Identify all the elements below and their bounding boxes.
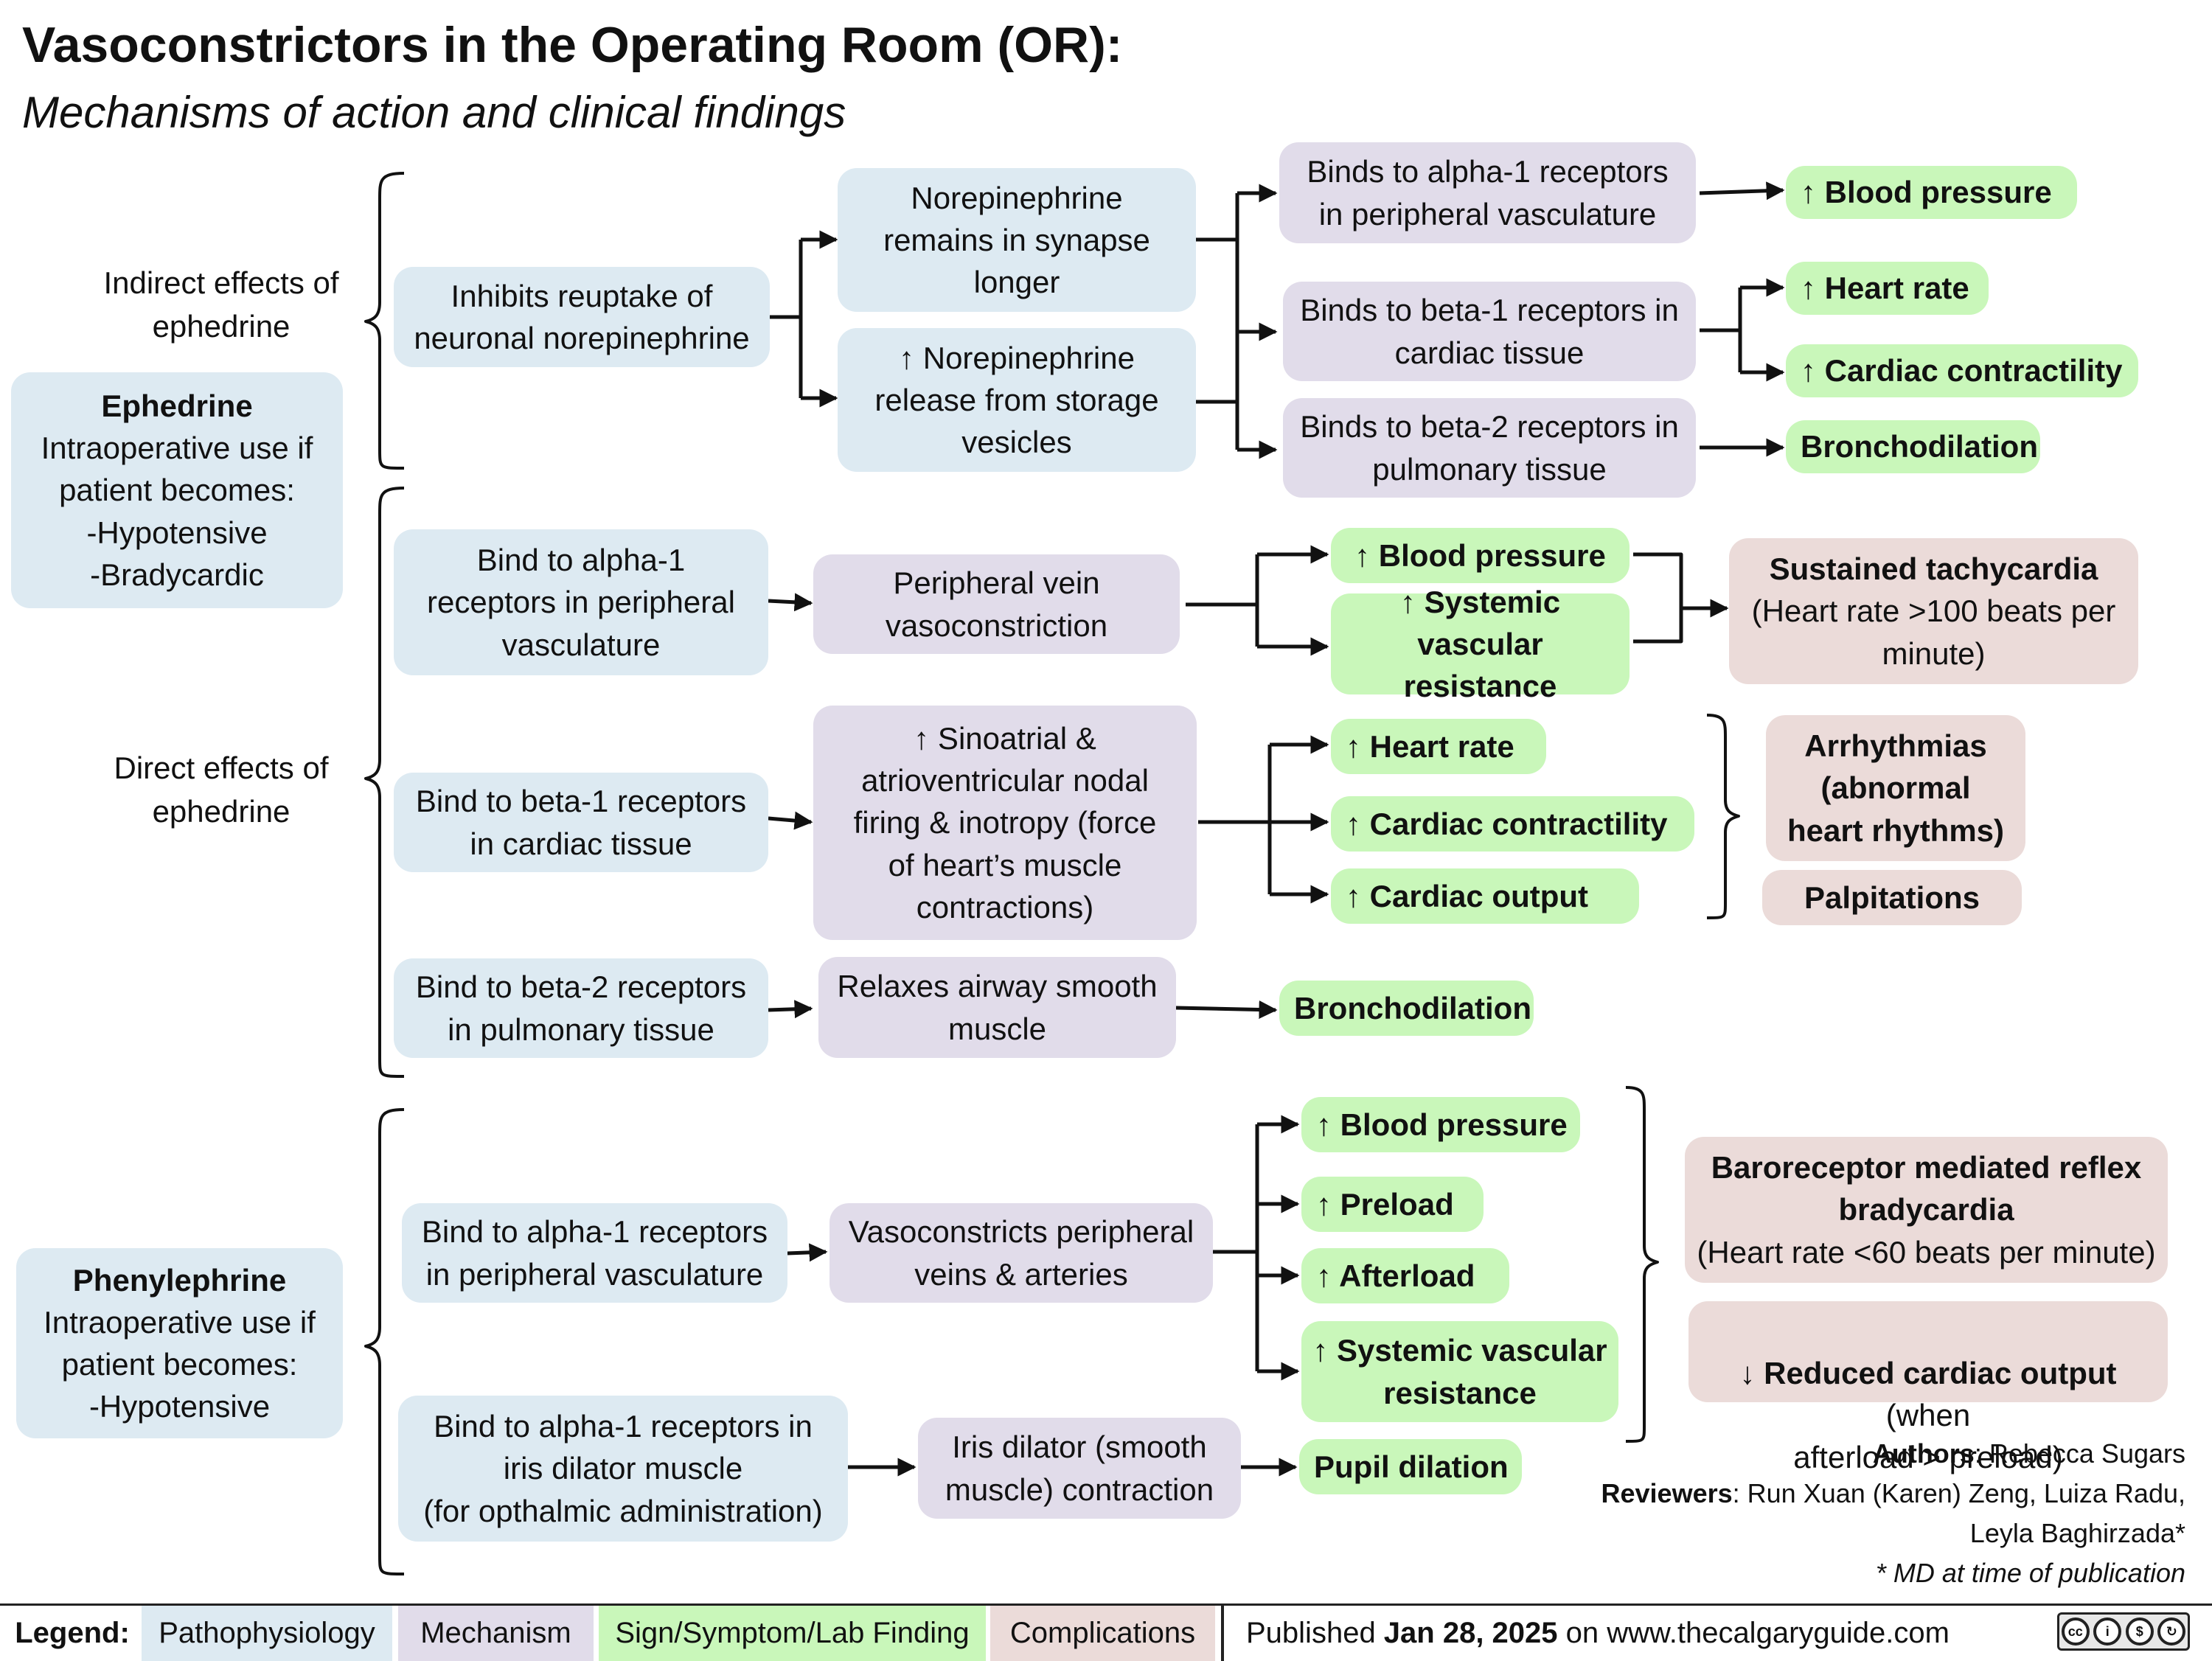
iris-alpha1-box: Bind to alpha-1 receptors in iris dilato…	[398, 1396, 848, 1542]
baroreceptor-detail: (Heart rate <60 beats per minute)	[1697, 1234, 2156, 1270]
nc-icon: $	[2125, 1618, 2154, 1646]
indirect-beta1-box: Binds to beta-1 receptors in cardiac tis…	[1283, 282, 1696, 381]
sa-icon: ↻	[2157, 1618, 2186, 1646]
phenyl-blood-pressure: ↑ Blood pressure	[1301, 1097, 1580, 1152]
phenylephrine-title: Phenylephrine	[72, 1262, 287, 1298]
phenyl-alpha1-box: Bind to alpha-1 receptors in peripheral …	[402, 1203, 787, 1303]
legend-mechanism: Mechanism	[398, 1606, 594, 1661]
norepinephrine-release-box: ↑ Norepinephrine release from storage ve…	[838, 328, 1196, 472]
arrhythmias-box: Arrhythmias (abnormal heart rhythms)	[1766, 715, 2025, 861]
tachycardia-detail: (Heart rate >100 beats per minute)	[1751, 593, 2116, 671]
tachycardia-title: Sustained tachycardia	[1769, 551, 2098, 587]
phenylephrine-use: Intraoperative use if patient becomes: -…	[44, 1304, 316, 1424]
page-subtitle: Mechanisms of action and clinical findin…	[22, 88, 846, 137]
published-line: Published Jan 28, 2025 on www.thecalgary…	[1246, 1606, 1950, 1661]
legend-bar: Legend: Pathophysiology Mechanism Sign/S…	[0, 1603, 2212, 1661]
page-title: Vasoconstrictors in the Operating Room (…	[22, 17, 1123, 73]
inhibits-reuptake-box: Inhibits reuptake of neuronal norepineph…	[394, 267, 770, 367]
direct-bronchodilation: Bronchodilation	[1279, 981, 1534, 1036]
direct-alpha1-box: Bind to alpha-1 receptors in peripheral …	[394, 529, 768, 675]
by-icon: i	[2093, 1618, 2122, 1646]
reduced-output-detail: (when afterload > preload)	[1793, 1398, 2063, 1475]
indirect-cardiac-contractility: ↑ Cardiac contractility	[1786, 344, 2138, 397]
palpitations-box: Palpitations	[1762, 870, 2022, 925]
authors-names: : Rebecca Sugars	[1974, 1438, 2185, 1469]
indirect-beta2-box: Binds to beta-2 receptors in pulmonary t…	[1283, 398, 1696, 498]
published-site: on www.thecalgaryguide.com	[1557, 1617, 1950, 1649]
reviewers-names: : Run Xuan (Karen) Zeng, Luiza Radu, Ley…	[1732, 1478, 2185, 1548]
direct-blood-pressure: ↑ Blood pressure	[1331, 528, 1630, 583]
published-date: Jan 28, 2025	[1383, 1617, 1558, 1649]
authors-label: Authors	[1872, 1438, 1975, 1469]
direct-beta1-box: Bind to beta-1 receptors in cardiac tiss…	[394, 773, 768, 872]
legend-complications: Complications	[990, 1606, 1215, 1661]
indirect-alpha1-box: Binds to alpha-1 receptors in peripheral…	[1279, 142, 1696, 243]
direct-effects-label: Direct effects of ephedrine	[114, 751, 329, 829]
direct-beta2-box: Bind to beta-2 receptors in pulmonary ti…	[394, 958, 768, 1058]
direct-cardiac-output: ↑ Cardiac output	[1331, 868, 1639, 924]
published-prefix: Published	[1246, 1617, 1384, 1649]
legend-label: Legend:	[15, 1617, 130, 1649]
reduced-output-box: ↓ Reduced cardiac output (when afterload…	[1688, 1301, 2168, 1474]
cc-icon: cc	[2061, 1618, 2090, 1646]
reduced-output-bold: ↓ Reduced cardiac output	[1739, 1356, 2117, 1391]
ephedrine-use: Intraoperative use if patient becomes: -…	[41, 431, 313, 592]
indirect-bronchodilation: Bronchodilation	[1786, 420, 2040, 473]
iris-contraction-box: Iris dilator (smooth muscle) contraction	[918, 1418, 1241, 1519]
credits-note: * MD at time of publication	[1875, 1558, 2185, 1588]
airway-smooth-muscle-box: Relaxes airway smooth muscle	[818, 957, 1176, 1058]
reviewers-label: Reviewers	[1601, 1478, 1733, 1508]
phenyl-preload: ↑ Preload	[1301, 1177, 1484, 1232]
ephedrine-card: Ephedrine Intraoperative use if patient …	[11, 372, 343, 608]
baroreceptor-box: Baroreceptor mediated reflex bradycardia…	[1685, 1137, 2168, 1283]
legend-pathophysiology: Pathophysiology	[142, 1606, 392, 1661]
pupil-dilation: Pupil dilation	[1299, 1439, 1522, 1494]
credits: Authors: Rebecca Sugars Reviewers: Run X…	[1601, 1434, 2185, 1593]
indirect-blood-pressure: ↑ Blood pressure	[1786, 166, 2077, 219]
cc-license-badge: cc i $ ↻	[2057, 1612, 2190, 1651]
direct-svr: ↑ Systemic vascular resistance	[1331, 585, 1630, 703]
legend-divider	[1221, 1606, 1224, 1661]
phenyl-svr: ↑ Systemic vascular resistance	[1301, 1321, 1618, 1422]
norepinephrine-synapse-box: Norepinephrine remains in synapse longer	[838, 168, 1196, 312]
nodal-firing-box: ↑ Sinoatrial & atrioventricular nodal fi…	[813, 706, 1197, 940]
peripheral-vein-box: Peripheral vein vasoconstriction	[813, 554, 1180, 654]
direct-heart-rate: ↑ Heart rate	[1331, 719, 1546, 774]
direct-cardiac-contractility: ↑ Cardiac contractility	[1331, 796, 1694, 852]
sustained-tachycardia-box: Sustained tachycardia (Heart rate >100 b…	[1729, 538, 2138, 684]
phenylephrine-card: Phenylephrine Intraoperative use if pati…	[16, 1248, 343, 1438]
indirect-heart-rate: ↑ Heart rate	[1786, 262, 1989, 315]
legend-sign-symptom: Sign/Symptom/Lab Finding	[599, 1606, 986, 1661]
baroreceptor-title: Baroreceptor mediated reflex bradycardia	[1711, 1150, 2142, 1228]
ephedrine-title: Ephedrine	[101, 389, 253, 424]
phenyl-afterload: ↑ Afterload	[1301, 1248, 1509, 1303]
indirect-effects-label: Indirect effects of ephedrine	[103, 265, 339, 344]
vasoconstricts-box: Vasoconstricts peripheral veins & arteri…	[830, 1203, 1213, 1303]
